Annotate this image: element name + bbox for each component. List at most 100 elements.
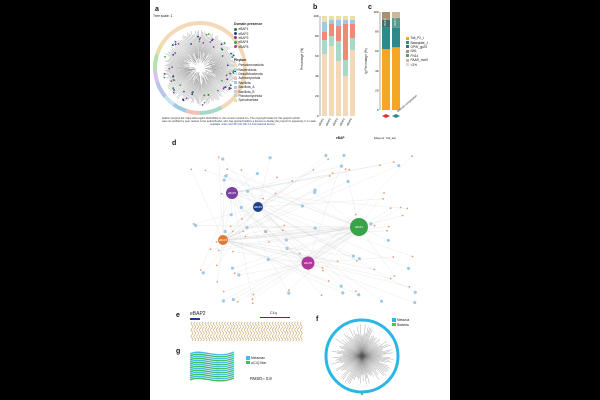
ebap2-strand — [260, 321, 264, 342]
tree-branch — [163, 68, 195, 76]
domain-marker — [216, 89, 219, 92]
network-node — [246, 189, 250, 193]
ebap2-strand — [288, 321, 292, 342]
domain-marker — [163, 76, 166, 79]
tree-f-branch — [332, 355, 363, 358]
network-node — [354, 213, 357, 216]
network-edge — [241, 207, 309, 264]
tree-branch — [211, 75, 231, 89]
tree-f-branch — [336, 353, 363, 357]
chart-b-ytick: 80 — [315, 34, 319, 38]
network-node — [298, 252, 301, 255]
network-edge — [257, 157, 271, 208]
network-edge — [222, 239, 359, 295]
chart-b-xlabel: eBAP — [336, 136, 345, 140]
tree-f-branch — [344, 355, 363, 383]
domain-marker — [173, 79, 176, 82]
network-node — [221, 157, 225, 161]
f-legend-item: Metazoa — [392, 318, 409, 322]
tree-f-branch — [361, 355, 394, 360]
chart-b-bar-segment — [336, 20, 341, 26]
ebap2-strand — [291, 321, 295, 342]
network-edge — [286, 226, 360, 241]
tree-branch — [188, 33, 197, 58]
overlay-strand — [189, 363, 235, 368]
tree-branch — [202, 36, 209, 60]
network-edge — [268, 259, 309, 264]
network-hub-ebap2 — [253, 202, 263, 212]
tree-branch — [164, 68, 194, 74]
network-node — [274, 192, 277, 195]
chart-b-bar-segment — [329, 16, 334, 20]
network-edge — [257, 159, 329, 208]
network-node — [324, 153, 328, 158]
network-edge — [205, 170, 360, 228]
g-legend-swatch — [246, 360, 250, 365]
network-node — [217, 156, 220, 159]
tree-branch — [202, 33, 206, 54]
network-hub-ebap5 — [301, 256, 315, 270]
network-node — [373, 268, 376, 271]
network-edge — [257, 206, 342, 287]
tree-f-branch — [361, 341, 388, 357]
tree-branch — [176, 71, 197, 98]
domain-legend-swatch — [234, 40, 237, 44]
domain-marker — [198, 40, 201, 43]
network-node — [215, 240, 218, 243]
tree-f-branch — [358, 355, 363, 380]
chart-c-domain-glyph — [392, 114, 400, 118]
network-edge — [307, 262, 415, 303]
tree-branch — [169, 70, 192, 80]
ebap2-structure — [190, 321, 303, 342]
tree-f-branch — [361, 355, 387, 376]
tree-f-branch — [361, 355, 368, 374]
tree-branch — [204, 35, 219, 61]
network-node — [240, 169, 243, 172]
network-node — [339, 164, 344, 168]
network-hub-ebap1 — [350, 218, 368, 236]
ebap2-strand — [199, 321, 202, 342]
phylum-legend-label: Planctomycetota — [238, 93, 263, 98]
phylum-legend-label: Bacillota_B — [238, 89, 255, 94]
network-node — [192, 223, 195, 225]
network-edge — [216, 206, 259, 266]
network-node — [262, 197, 265, 200]
ebap2-strand — [285, 321, 289, 342]
ebap2-strand — [243, 321, 247, 342]
overlay-strand — [189, 365, 235, 370]
chart-b-bar-segment — [336, 41, 341, 61]
ebap2-strand — [190, 321, 194, 342]
tree-f-branch — [361, 345, 383, 357]
tree-branch — [170, 51, 188, 62]
tree-f-branch — [342, 354, 363, 357]
tree-f-branch — [361, 355, 387, 373]
network-node — [284, 238, 288, 242]
phylum-legend-item: Desulfobacterota — [234, 72, 264, 76]
domain-marker — [228, 86, 231, 89]
overlay-strand — [189, 355, 235, 360]
network-edge — [231, 192, 408, 209]
network-node — [255, 171, 259, 176]
structure-overlay — [189, 351, 235, 382]
tree-f-branch — [361, 339, 381, 357]
chart-c-ytick: 20 — [375, 88, 379, 92]
domain-marker — [191, 93, 194, 96]
tree-f-branch — [341, 350, 363, 357]
network-edge — [222, 181, 349, 241]
g-legend-item: Metazoan — [246, 356, 266, 360]
tree-branch — [168, 72, 191, 85]
network-node — [204, 169, 207, 172]
tree-f-branch — [338, 355, 363, 359]
network-edge — [217, 239, 224, 282]
domain-legend-label: eBAP3 — [238, 35, 249, 40]
domain-marker — [222, 87, 225, 90]
tree-branch — [168, 71, 191, 81]
domain-marker — [224, 86, 227, 89]
ebap2-strand — [249, 321, 253, 342]
network-node — [221, 299, 226, 303]
network-node — [217, 249, 220, 252]
tree-f-branch — [344, 338, 363, 357]
tree-f-branch — [361, 355, 370, 376]
network-edge — [191, 169, 224, 241]
tree-branch — [203, 77, 211, 100]
